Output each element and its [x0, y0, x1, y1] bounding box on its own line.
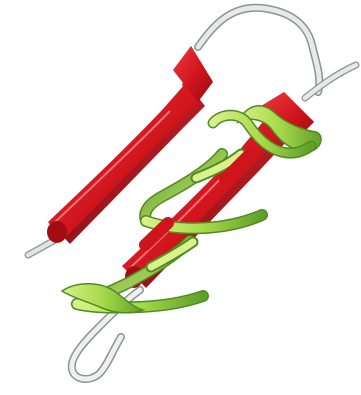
protein-illustration [0, 0, 361, 395]
background [0, 0, 361, 395]
protein-ribbon-svg [0, 0, 361, 395]
